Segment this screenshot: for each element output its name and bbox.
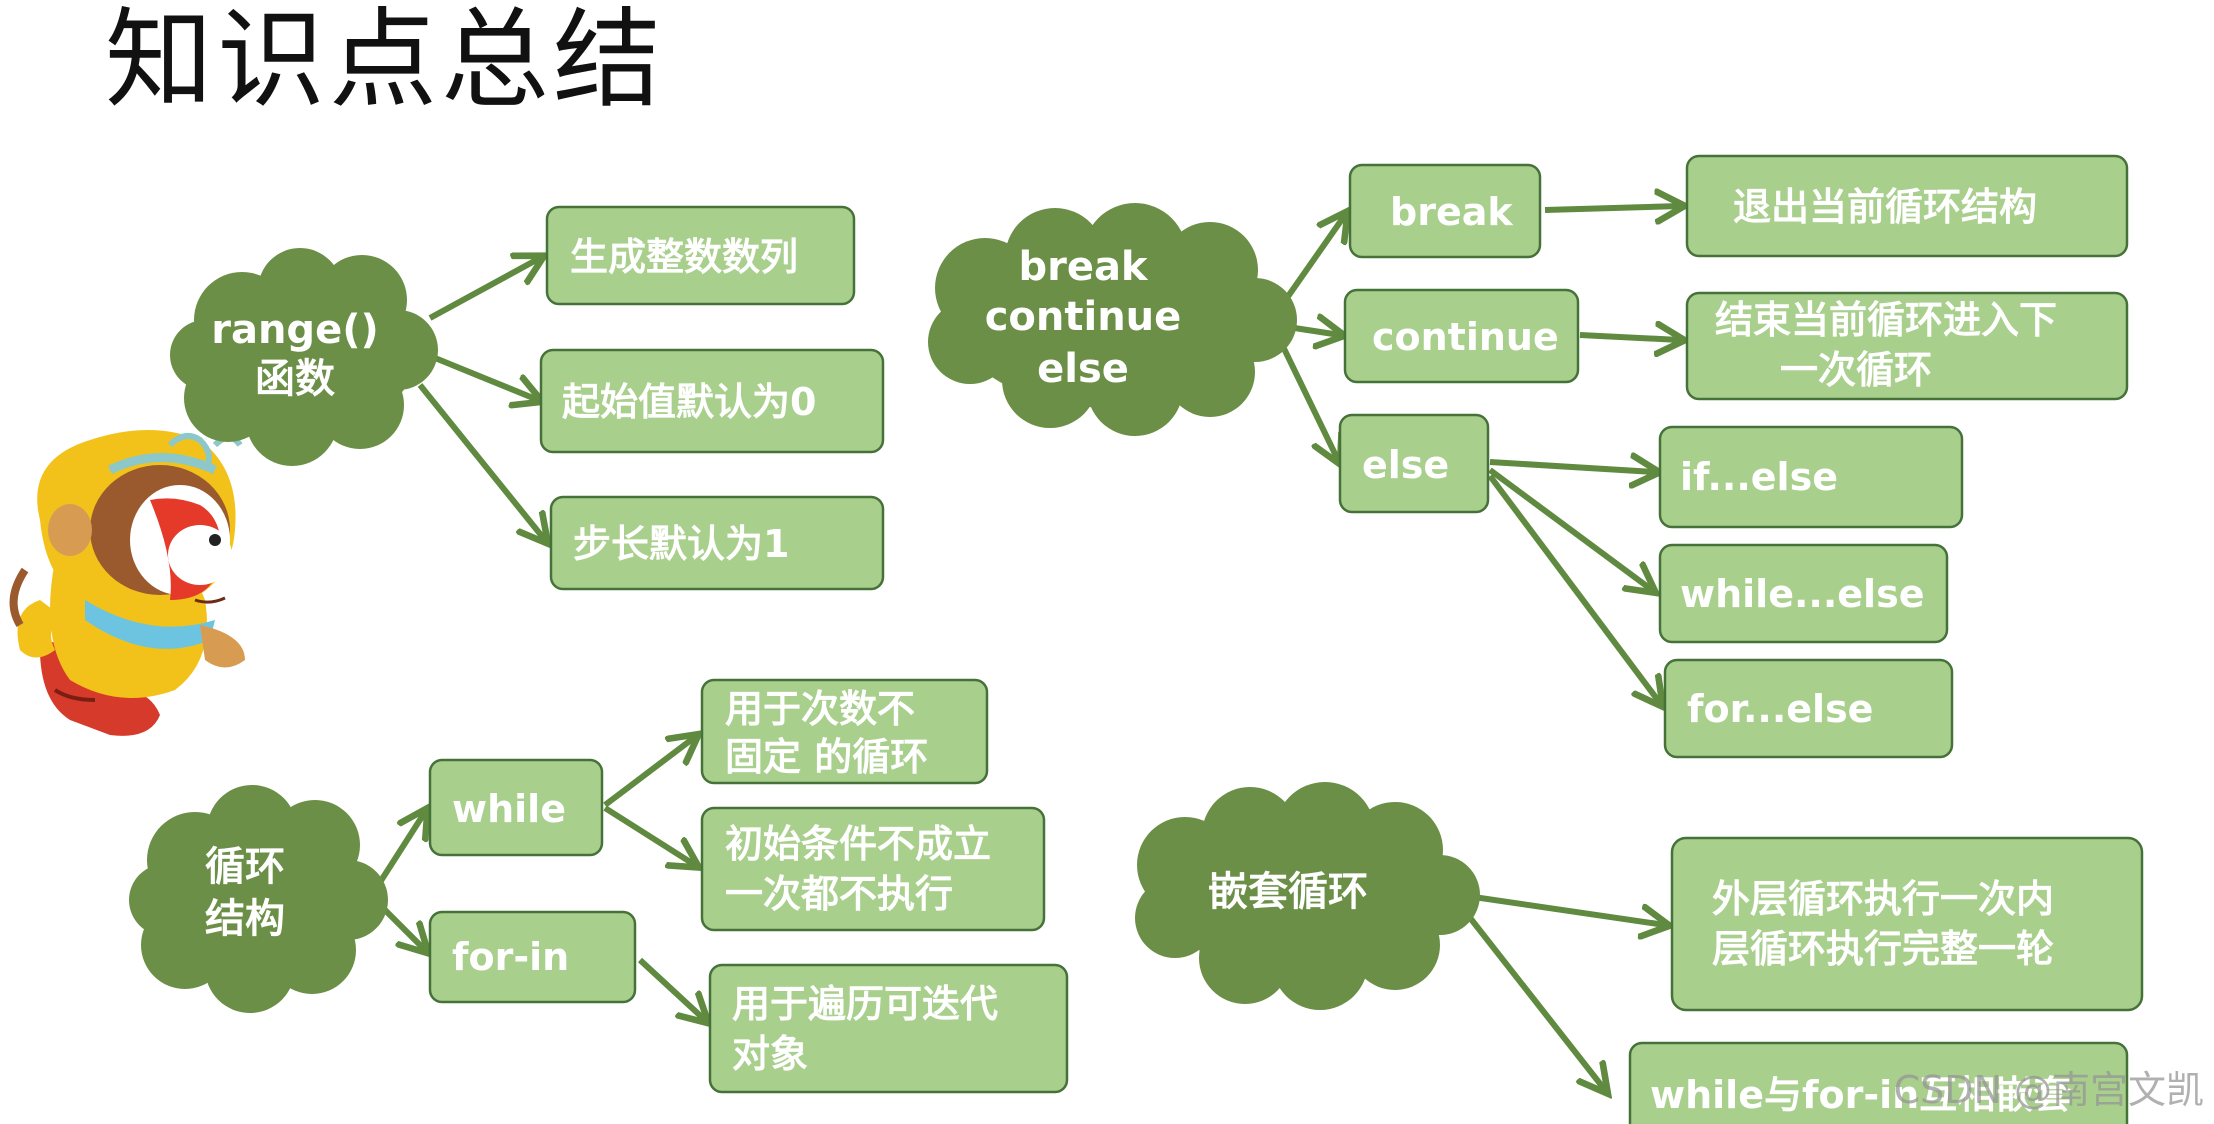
box-nested-outer-inner-line-2: 层循环执行完整一轮 — [1712, 927, 2054, 971]
box-if-else-text: if...else — [1680, 455, 1838, 499]
box-range-step-default-text: 步长默认为1 — [573, 522, 789, 566]
arrow-range-to-range_3 — [417, 383, 545, 540]
box-else: else — [1338, 413, 1490, 514]
box-break-description-text: 退出当前循环结构 — [1733, 185, 2037, 229]
arrow-loop-to-while — [372, 812, 425, 892]
cloud-range-label-line-1: range() — [211, 307, 379, 353]
cloud-break-label-line-3: else — [1037, 346, 1129, 392]
arrow-break-to-desc — [1544, 206, 1680, 210]
cloud-break-continue-else: break continue else — [928, 203, 1297, 436]
cloud-range-label-line-2: 函数 — [255, 356, 335, 402]
box-nested-while-for-in: while与for-in互相嵌套 — [1628, 1041, 2129, 1124]
connector-arrows — [372, 206, 1680, 1090]
arrow-cloud-to-else — [1272, 328, 1338, 460]
cloud-nested-loop: 嵌套循环 — [1135, 782, 1480, 1010]
arrow-continue-to-desc — [1579, 335, 1680, 340]
arrow-nested-to-nested_2 — [1457, 903, 1605, 1090]
box-while: while — [428, 758, 604, 857]
box-range-generate-sequence: 生成整数数列 — [545, 205, 856, 306]
box-for-iterate-object: 用于遍历可迭代 对象 — [708, 963, 1069, 1094]
box-continue-description-line-2: 一次循环 — [1780, 348, 1932, 392]
box-nested-while-for-in-text: while与for-in互相嵌套 — [1650, 1073, 2071, 1117]
box-while-initial-false: 初始条件不成立 一次都不执行 — [700, 806, 1046, 932]
box-if-else: if...else — [1658, 425, 1964, 529]
arrow-else-to-while_else — [1488, 467, 1652, 590]
cloud-break-label-line-1: break — [1018, 244, 1148, 290]
box-for-in: for-in — [428, 910, 637, 1004]
box-range-generate-sequence-text: 生成整数数列 — [570, 235, 798, 279]
arrow-else-to-for_else — [1487, 474, 1660, 703]
box-while-text: while — [452, 787, 566, 831]
page-title: 知识点总结 — [105, 0, 666, 123]
box-nested-outer-inner-line-1: 外层循环执行一次内 — [1712, 877, 2054, 921]
arrow-range-to-range_1 — [428, 258, 540, 321]
arrow-while-to-while_1 — [603, 737, 695, 808]
cloud-nested-label: 嵌套循环 — [1208, 869, 1368, 915]
box-break: break — [1348, 163, 1542, 259]
box-while-initial-false-line-1: 初始条件不成立 — [725, 822, 991, 866]
box-while-variable-count: 用于次数不 固定 的循环 — [700, 678, 989, 785]
box-else-text: else — [1362, 443, 1449, 487]
box-while-else-text: while...else — [1680, 572, 1924, 616]
box-range-step-default: 步长默认为1 — [549, 495, 885, 591]
cloud-loop-label-line-1: 循环 — [205, 844, 285, 890]
box-while-variable-count-line-1: 用于次数不 — [725, 687, 915, 731]
box-continue: continue — [1343, 288, 1580, 384]
cloud-loop-label-line-2: 结构 — [205, 896, 285, 942]
box-range-start-default: 起始值默认为0 — [539, 348, 885, 454]
monkey-mascot-illustration — [9, 430, 245, 736]
arrow-else-to-if_else — [1489, 462, 1655, 472]
box-nested-outer-inner: 外层循环执行一次内 层循环执行完整一轮 — [1670, 836, 2144, 1012]
box-break-text: break — [1390, 190, 1513, 234]
arrow-range-to-range_2 — [433, 355, 538, 400]
box-continue-text: continue — [1372, 315, 1559, 359]
box-while-else: while...else — [1658, 543, 1949, 644]
box-break-description: 退出当前循环结构 — [1685, 154, 2129, 258]
box-for-iterate-object-line-1: 用于遍历可迭代 — [732, 982, 998, 1026]
box-continue-description-line-1: 结束当前循环进入下 — [1715, 298, 2057, 342]
box-continue-description: 结束当前循环进入下 一次循环 — [1685, 291, 2129, 401]
box-for-iterate-object-line-2: 对象 — [732, 1032, 808, 1076]
box-for-in-text: for-in — [452, 935, 569, 979]
cloud-break-label-line-2: continue — [985, 294, 1182, 340]
arrow-while-to-while_2 — [603, 805, 695, 865]
box-for-else: for...else — [1663, 658, 1954, 759]
watermark-text: CSDN @南宫文凯 — [1893, 1068, 2204, 1112]
box-range-start-default-text: 起始值默认为0 — [562, 380, 816, 424]
box-for-else-text: for...else — [1687, 687, 1873, 731]
box-while-variable-count-line-2: 固定 的循环 — [725, 735, 928, 779]
arrow-for_in-to-for_1 — [637, 957, 705, 1020]
box-while-initial-false-line-2: 一次都不执行 — [725, 872, 953, 916]
arrow-nested-to-nested_1 — [1459, 892, 1665, 925]
cloud-loop-structure: 循环 结构 — [129, 785, 388, 1013]
cloud-range-function: range() 函数 — [170, 248, 438, 466]
